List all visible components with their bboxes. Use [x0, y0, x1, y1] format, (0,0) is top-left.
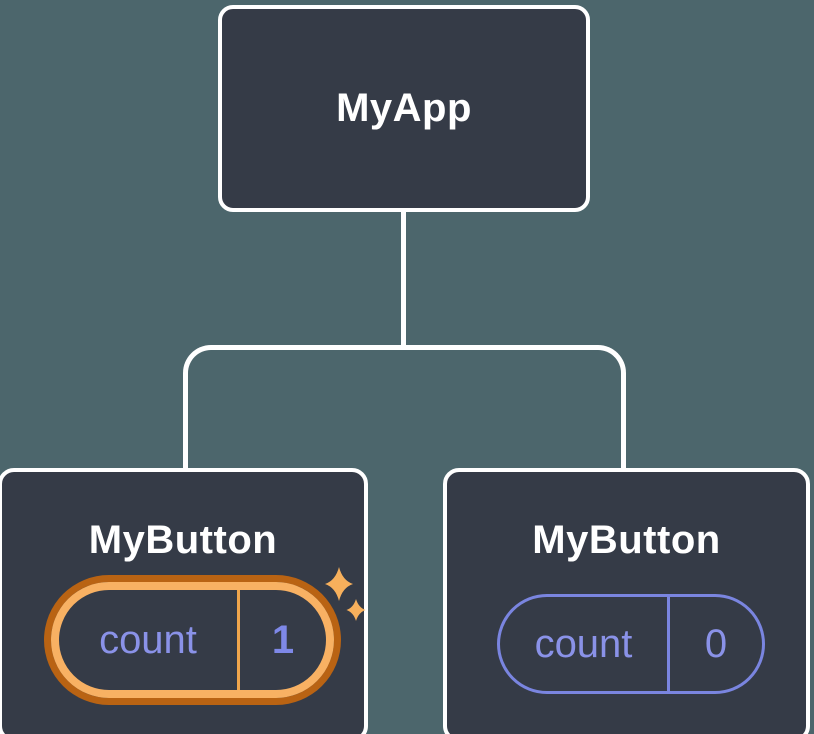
node-myapp: MyApp [218, 5, 590, 212]
node-mybutton-left: MyButton count 1 [0, 468, 368, 734]
state-pill-divider [667, 597, 670, 691]
node-mybutton-left-label: MyButton [88, 518, 278, 562]
state-pill-normal: count 0 [497, 594, 765, 694]
state-value-label: 0 [704, 621, 728, 666]
state-key-section: count [500, 597, 667, 691]
node-mybutton-right-label: MyButton [532, 518, 721, 562]
state-pill-divider [237, 590, 240, 690]
node-mybutton-right: MyButton count 0 [443, 468, 810, 734]
state-pill-highlighted: count 1 [51, 582, 334, 698]
state-key-section: count [59, 590, 237, 690]
state-value-section: 1 [240, 590, 326, 690]
connector-stem [401, 210, 406, 348]
state-key-label: count [534, 621, 633, 666]
state-key-label: count [99, 617, 197, 662]
state-value-label: 1 [271, 617, 295, 662]
state-value-section: 0 [670, 597, 762, 691]
connector-bracket [183, 345, 626, 470]
sparkles-icon [325, 567, 366, 621]
node-myapp-label: MyApp [336, 86, 472, 130]
